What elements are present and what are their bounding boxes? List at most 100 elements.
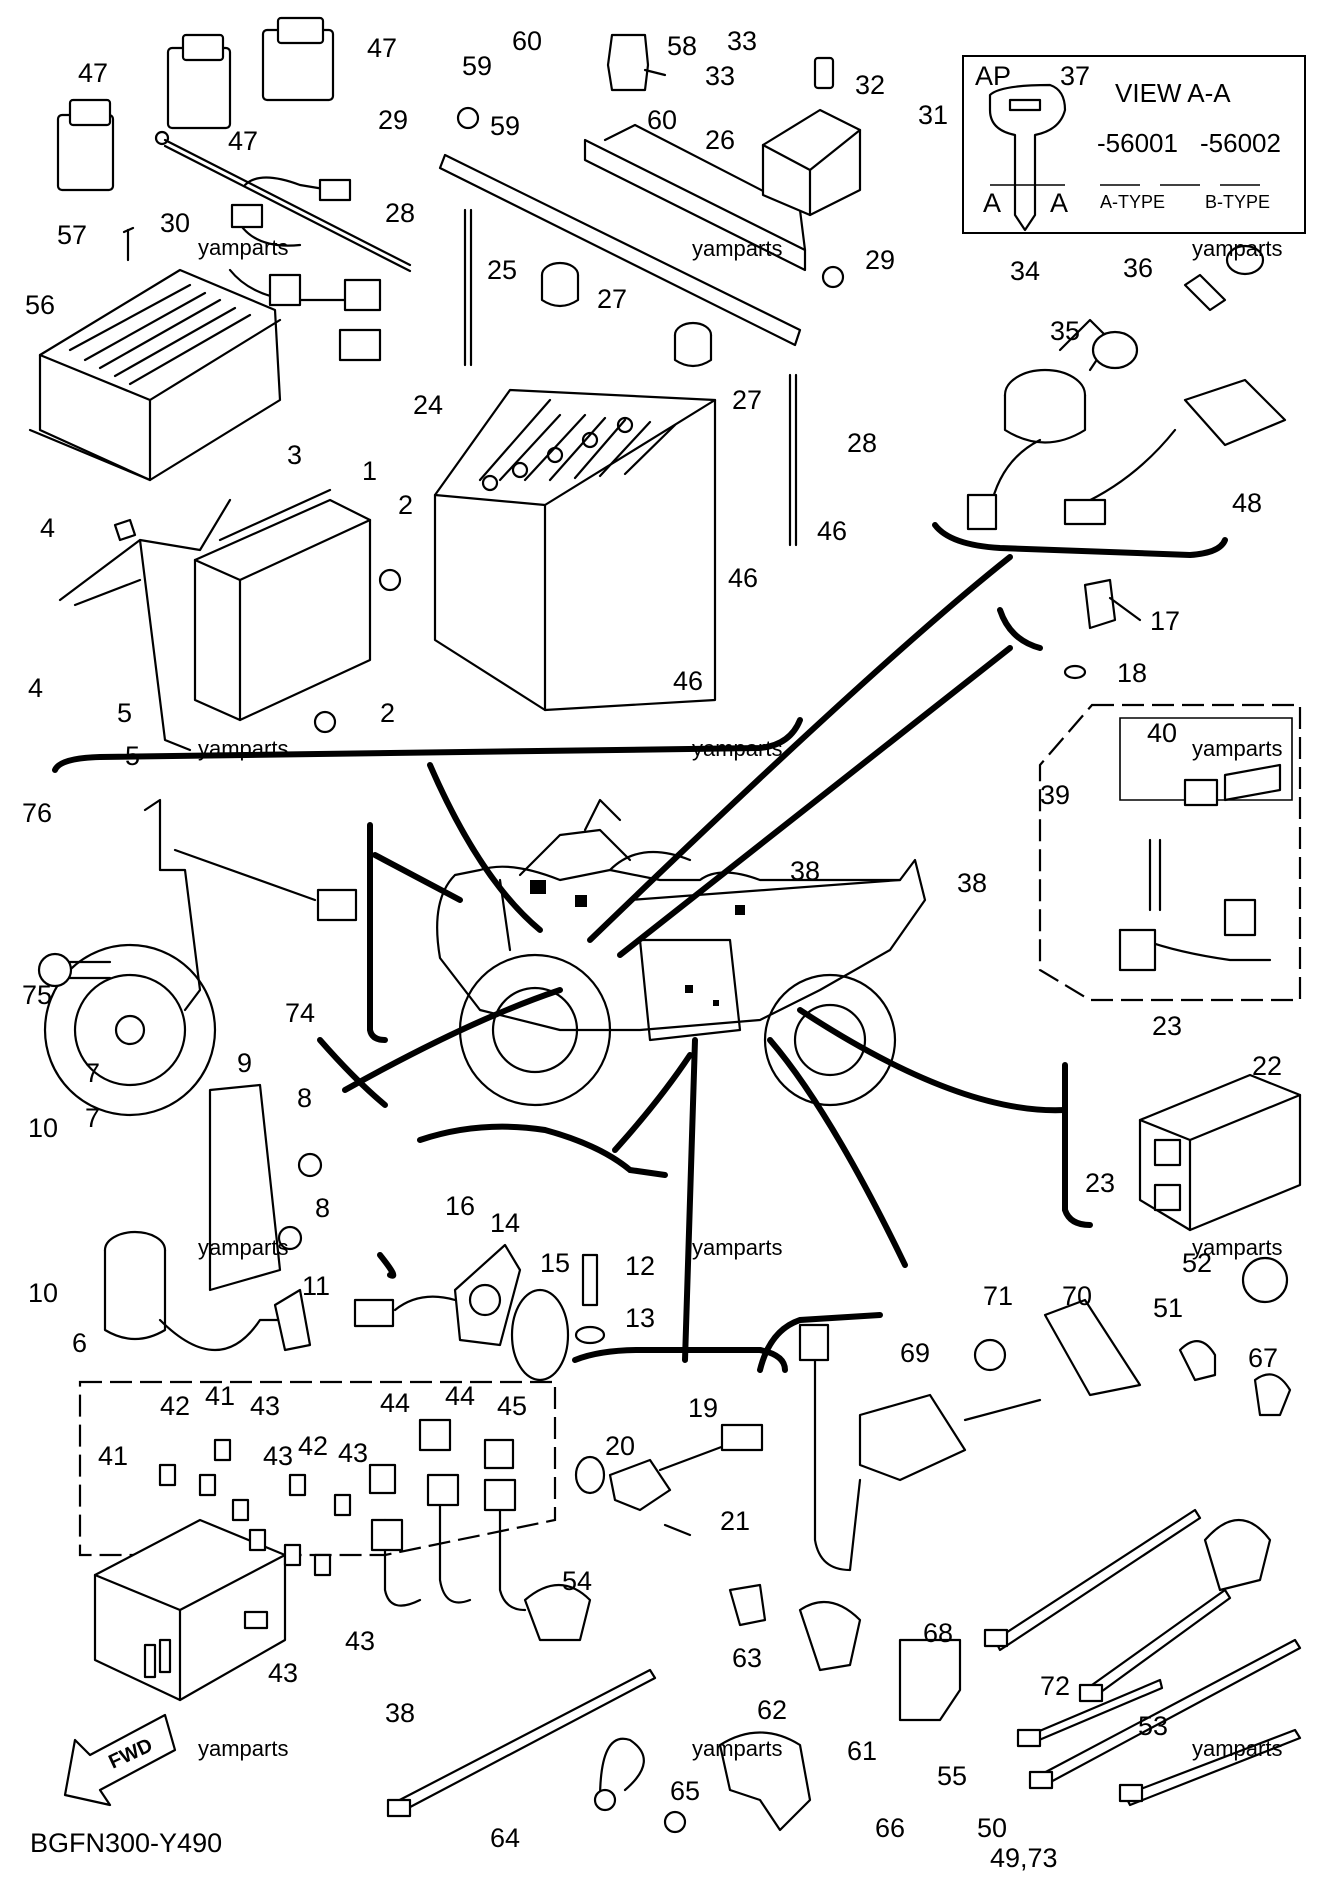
view-aa-type-a: A-TYPE <box>1100 192 1166 212</box>
part-label: 21 <box>720 1506 751 1536</box>
part-label: 39 <box>1040 780 1071 810</box>
part-label: 47 <box>367 33 398 63</box>
rectifier-22 <box>1138 1073 1302 1232</box>
part-label: 57 <box>57 220 88 250</box>
ecu-1-bracket <box>58 488 402 752</box>
part-label: 7 <box>85 1058 101 1088</box>
part-label: 61 <box>847 1736 878 1766</box>
part-label: 5 <box>125 741 141 771</box>
part-label: 33 <box>727 26 758 56</box>
watermark: yamparts <box>198 235 289 260</box>
part-label: 38 <box>790 856 821 886</box>
part-label: 16 <box>445 1191 476 1221</box>
part-label: 1 <box>362 456 378 486</box>
fuse-box <box>93 1418 527 1702</box>
part-label: 51 <box>1153 1293 1184 1323</box>
part-label: 47 <box>78 58 109 88</box>
part-label: 69 <box>900 1338 931 1368</box>
part-label: 36 <box>1123 253 1154 283</box>
part-label: 24 <box>413 390 444 420</box>
part-label: 52 <box>1182 1248 1213 1278</box>
part-label: 70 <box>1062 1281 1093 1311</box>
main-switch-34 <box>966 244 1287 531</box>
band-25-cover-26 <box>438 106 845 347</box>
dashed-boxes <box>78 703 1302 1557</box>
part-label: 14 <box>490 1208 521 1238</box>
watermark: yamparts <box>1192 736 1283 761</box>
part-label: 29 <box>865 245 896 275</box>
part-label: 45 <box>497 1391 528 1421</box>
part-label: 60 <box>647 105 678 135</box>
part-label: 62 <box>757 1695 788 1725</box>
view-aa-code-b: -56002 <box>1200 128 1281 158</box>
switch-69 <box>798 1298 1142 1572</box>
part-label: 26 <box>705 125 736 155</box>
switch-17 <box>1063 578 1142 680</box>
part-label: 28 <box>847 428 878 458</box>
part-label: 29 <box>378 105 409 135</box>
part-label: 43 <box>345 1626 376 1656</box>
atv-vehicle <box>436 798 927 1107</box>
watermark: yamparts <box>692 1235 783 1260</box>
part-label: 42 <box>298 1431 329 1461</box>
part-label: 71 <box>983 1281 1014 1311</box>
view-aa-key-icon <box>988 83 1260 232</box>
part-label: 13 <box>625 1303 656 1333</box>
starter-relay-31 <box>606 33 862 217</box>
part-label: 60 <box>512 26 543 56</box>
part-label: 2 <box>380 698 396 728</box>
part-label: 67 <box>1248 1343 1279 1373</box>
part-label: 27 <box>597 284 628 314</box>
part-label: 23 <box>1152 1011 1183 1041</box>
part-label: 4 <box>40 513 56 543</box>
part-label: 43 <box>263 1441 294 1471</box>
view-aa-part-37: 37 <box>1060 61 1091 91</box>
part-label: 32 <box>855 70 886 100</box>
part-label: 11 <box>302 1271 331 1301</box>
view-aa-title: VIEW A-A <box>1115 78 1231 108</box>
part-label: 8 <box>297 1083 313 1113</box>
part-label: 3 <box>287 440 303 470</box>
part-label: 54 <box>562 1566 593 1596</box>
part-label: 64 <box>490 1823 521 1853</box>
watermark: yamparts <box>692 1736 783 1761</box>
part-label: 33 <box>705 61 736 91</box>
relay-47-group <box>56 16 335 192</box>
cable-ties <box>386 1508 1302 1834</box>
part-label: 43 <box>250 1391 281 1421</box>
harness-30 <box>154 130 412 362</box>
ecu-56 <box>28 226 282 482</box>
part-label: 17 <box>1150 606 1181 636</box>
watermark: yamparts <box>692 736 783 761</box>
part-label: 27 <box>732 385 763 415</box>
diagram-code: BGFN300-Y490 <box>30 1828 223 1858</box>
part-label: 43 <box>338 1438 369 1468</box>
part-label: 40 <box>1147 718 1178 748</box>
part-label: 4 <box>28 673 44 703</box>
part-label: 12 <box>625 1251 656 1281</box>
part-label: 59 <box>462 51 493 81</box>
part-label: 58 <box>667 31 698 61</box>
part-label: 10 <box>28 1113 59 1143</box>
view-aa-code-a: -56001 <box>1097 128 1178 158</box>
view-aa-ap-label: AP <box>975 61 1012 91</box>
part-label: 35 <box>1050 316 1081 346</box>
part-label: 22 <box>1252 1051 1283 1081</box>
view-aa-section-left: A <box>983 188 1002 218</box>
part-label: 25 <box>487 255 518 285</box>
part-label: 47 <box>228 126 259 156</box>
part-label: 8 <box>315 1193 331 1223</box>
part-label: 43 <box>268 1658 299 1688</box>
part-label: 5 <box>117 698 133 728</box>
horn-75 <box>37 798 358 1117</box>
view-aa-section-right: A <box>1050 188 1069 218</box>
watermark: yamparts <box>692 236 783 261</box>
part-label: 66 <box>875 1813 906 1843</box>
part-label: 20 <box>605 1431 636 1461</box>
part-label: 41 <box>98 1441 129 1471</box>
view-aa-panel <box>962 55 1306 234</box>
part-label: 46 <box>728 563 759 593</box>
part-label: 28 <box>385 198 416 228</box>
